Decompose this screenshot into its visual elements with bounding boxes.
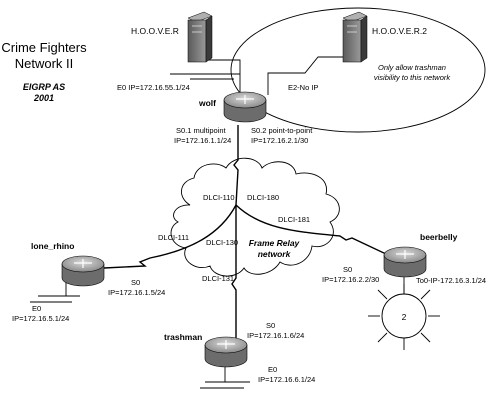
dlci-110-label: DLCI-110 bbox=[203, 193, 235, 202]
lone-rhino-s0-line1: S0 bbox=[131, 278, 140, 287]
wolf-s01-line2: IP=172.16.1.1/24 bbox=[174, 136, 231, 145]
wolf-s01-line1: S0.1 multipoint bbox=[176, 126, 227, 135]
dlci-130-label: DLCI-130 bbox=[206, 238, 238, 247]
wolf-e2-label: E2-No IP bbox=[288, 83, 318, 92]
restricted-network-ellipse bbox=[230, 7, 486, 133]
lone-rhino-e0-line2: IP=172.16.5.1/24 bbox=[12, 314, 69, 323]
lone-rhino-e0-line1: E0 bbox=[32, 304, 41, 313]
server-icon-hoover bbox=[187, 11, 213, 63]
wolf-s02-line2: IP=172.16.2.1/30 bbox=[251, 136, 308, 145]
serial-beerbelly bbox=[235, 204, 387, 255]
wolf-s02-line1: S0.2 point-to-point bbox=[251, 126, 313, 135]
dlci-131-label: DLCI-131 bbox=[202, 274, 234, 283]
router-name-beerbelly: beerbelly bbox=[420, 232, 458, 242]
token-ring-number: 2 bbox=[402, 312, 407, 322]
trashman-s0-line1: S0 bbox=[266, 321, 275, 330]
serial-trashman bbox=[231, 205, 237, 340]
lone-rhino-s0-line2: IP=172.16.1.5/24 bbox=[108, 288, 165, 297]
router-icon-wolf bbox=[223, 91, 267, 123]
server-label-hoover: H.O.O.V.E.R bbox=[131, 26, 179, 36]
eigrp-label: EIGRP AS bbox=[23, 82, 65, 92]
trashman-e0-line1: E0 bbox=[268, 365, 277, 374]
token-ring-icon bbox=[368, 284, 440, 350]
cloud-label-line1: Frame Relay bbox=[249, 238, 301, 248]
wolf-e0-label: E0 IP=172.16.55.1/24 bbox=[117, 83, 190, 92]
dlci-111-label: DLCI-111 bbox=[158, 233, 189, 242]
beerbelly-s0-line2: IP=172.16.2.2/30 bbox=[322, 275, 379, 284]
router-icon-trashman bbox=[204, 336, 248, 368]
note-line2: visibility to this network bbox=[374, 73, 452, 82]
router-icon-lone-rhino bbox=[61, 255, 105, 287]
serial-lone-rhino bbox=[103, 204, 237, 269]
serial-wolf bbox=[233, 125, 239, 206]
router-name-wolf: wolf bbox=[198, 98, 216, 108]
router-name-lone-rhino: lone_rhino bbox=[31, 241, 74, 251]
title-line1: Crime Fighters bbox=[1, 40, 87, 55]
eigrp-as-number: 2001 bbox=[33, 93, 54, 103]
beerbelly-s0-line1: S0 bbox=[343, 265, 352, 274]
title-line2: Network II bbox=[15, 56, 74, 71]
server-icon-hoover2 bbox=[342, 11, 368, 63]
ethernet-lone-rhino bbox=[30, 278, 80, 303]
dlci-180-label: DLCI-180 bbox=[247, 193, 279, 202]
router-name-trashman: trashman bbox=[164, 332, 202, 342]
beerbelly-to0-label: To0-IP-172.16.3.1/24 bbox=[416, 276, 486, 285]
cloud-label-line2: network bbox=[258, 249, 292, 259]
frame-relay-cloud bbox=[170, 157, 340, 277]
trashman-e0-line2: IP=172.16.6.1/24 bbox=[258, 375, 315, 384]
note-line1: Only allow trashman bbox=[378, 63, 446, 72]
router-icon-beerbelly bbox=[383, 246, 427, 278]
server-label-hoover2: H.O.O.V.E.R.2 bbox=[372, 26, 427, 36]
ethernet-link-wolf-hoover2 bbox=[267, 56, 345, 95]
serial-links bbox=[103, 125, 387, 340]
dlci-181-label: DLCI-181 bbox=[278, 215, 310, 224]
trashman-s0-line2: IP=172.16.1.6/24 bbox=[247, 331, 304, 340]
